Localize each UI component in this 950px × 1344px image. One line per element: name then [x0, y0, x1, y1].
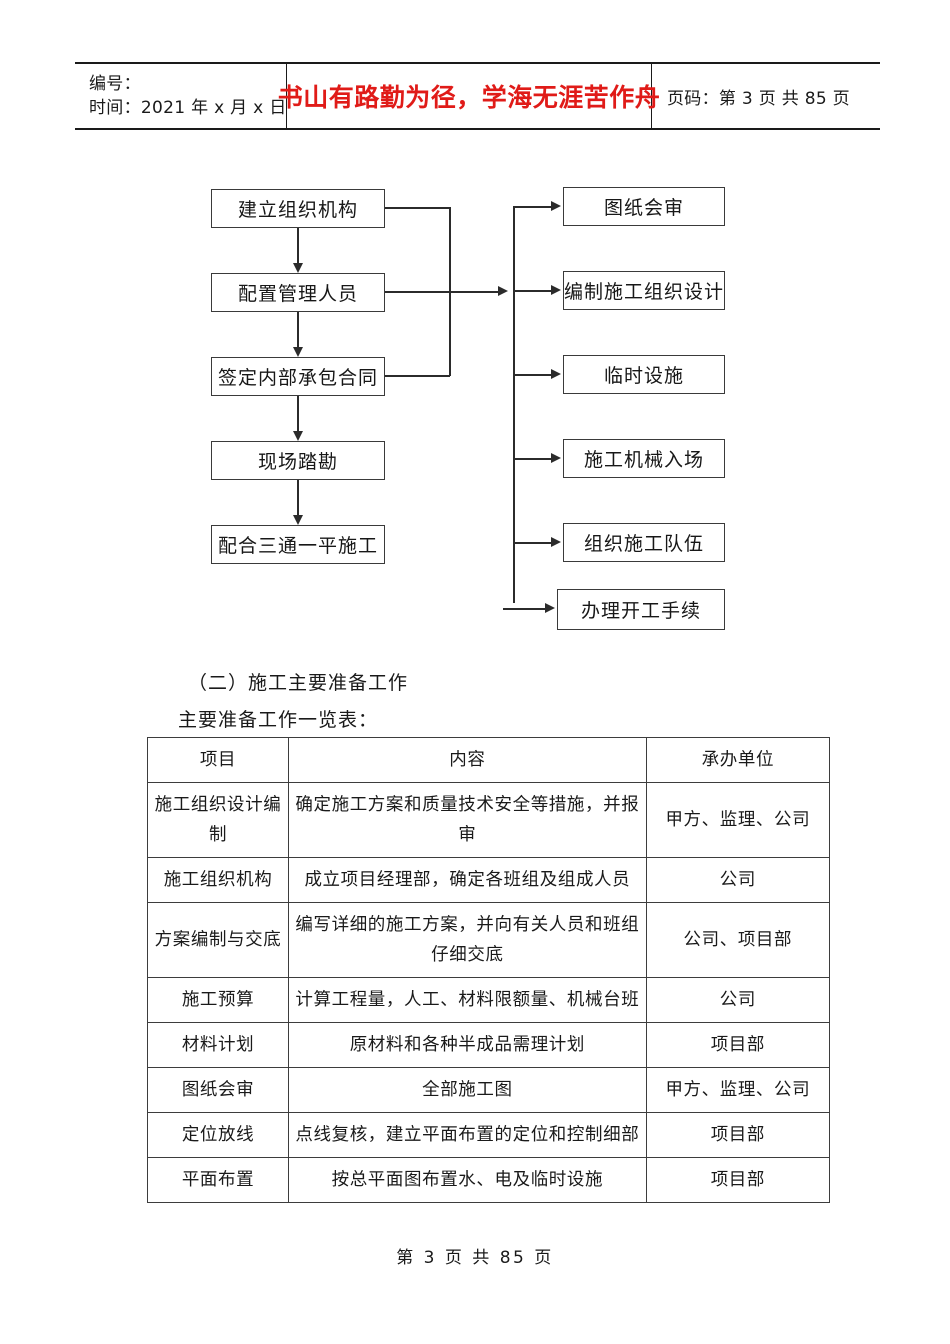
flow-arrowhead-left-3-4: [292, 431, 303, 441]
flow-node-left-4: 现场踏勘: [211, 441, 385, 480]
flow-arrowhead-left-1-2: [292, 263, 303, 273]
header-number-label: 编号：: [89, 74, 141, 94]
column-header-item: 项目: [146, 737, 290, 783]
cell-unit: 公司: [645, 857, 831, 903]
cell-item: 图纸会审: [146, 1067, 290, 1113]
cell-unit: 公司: [645, 977, 831, 1023]
cell-content: 编写详细的施工方案，并向有关人员和班组仔细交底: [288, 902, 647, 978]
flow-branch-bottom-stub: [385, 375, 450, 377]
header-time-label: 时间：2021 年 x 月 x 日: [89, 98, 287, 118]
flow-arrowhead-right-3: [551, 369, 561, 379]
table-row: 平面布置 按总平面图布置水、电及临时设施 项目部: [146, 1157, 831, 1203]
preparation-flowchart: 建立组织机构 配置管理人员 签定内部承包合同 现场踏勘 配合三通一平施工 图纸会…: [0, 175, 950, 645]
footer-page-text: 第 3 页 共 85 页: [396, 1248, 554, 1268]
flow-node-left-3: 签定内部承包合同: [211, 357, 385, 396]
cell-item: 定位放线: [146, 1112, 290, 1158]
preparation-work-table: 项目 内容 承办单位 施工组织设计编制 确定施工方案和质量技术安全等措施，并报审…: [146, 737, 831, 1203]
flow-arrowhead-right-5: [551, 537, 561, 547]
table-row: 方案编制与交底 编写详细的施工方案，并向有关人员和班组仔细交底 公司、项目部: [146, 902, 831, 978]
flow-connector-left-2-3: [297, 312, 299, 347]
cell-unit: 甲方、监理、公司: [645, 1067, 831, 1113]
cell-content: 全部施工图: [288, 1067, 647, 1113]
flow-arrowhead-right-2: [551, 285, 561, 295]
flow-spine: [513, 206, 515, 603]
flow-feeder-right-1: [513, 206, 553, 208]
table-row: 材料计划 原材料和各种半成品需理计划 项目部: [146, 1022, 831, 1068]
flow-feeder-right-6: [503, 608, 547, 610]
flow-node-right-2: 编制施工组织设计: [563, 271, 725, 310]
table-caption: 主要准备工作一览表：: [178, 709, 379, 731]
column-header-content: 内容: [288, 737, 647, 783]
flow-arrowhead-right-4: [551, 453, 561, 463]
table-body: 项目 内容 承办单位 施工组织设计编制 确定施工方案和质量技术安全等措施，并报审…: [146, 737, 831, 1203]
cell-content: 原材料和各种半成品需理计划: [288, 1022, 647, 1068]
flow-feeder-right-5: [513, 542, 553, 544]
table-row: 定位放线 点线复核，建立平面布置的定位和控制细部 项目部: [146, 1112, 831, 1158]
cell-item: 平面布置: [146, 1157, 290, 1203]
cell-item: 施工预算: [146, 977, 290, 1023]
flow-connector-left-3-4: [297, 396, 299, 431]
cell-content: 计算工程量，人工、材料限额量、机械台班: [288, 977, 647, 1023]
cell-item: 方案编制与交底: [146, 902, 290, 978]
page-footer: 第 3 页 共 85 页: [0, 1243, 950, 1268]
document-header: 编号： 时间：2021 年 x 月 x 日 书山有路勤为径，学海无涯苦作舟 页码…: [75, 62, 880, 130]
cell-item: 施工组织设计编制: [146, 782, 290, 858]
cell-unit: 甲方、监理、公司: [645, 782, 831, 858]
cell-content: 确定施工方案和质量技术安全等措施，并报审: [288, 782, 647, 858]
header-slogan-cell: 书山有路勤为径，学海无涯苦作舟: [278, 64, 660, 128]
flow-arrowhead-left-2-3: [292, 347, 303, 357]
cell-item: 材料计划: [146, 1022, 290, 1068]
flow-node-left-5: 配合三通一平施工: [211, 525, 385, 564]
cell-content: 按总平面图布置水、电及临时设施: [288, 1157, 647, 1203]
header-page-cell: 页码：第 3 页 共 85 页: [652, 64, 880, 128]
flow-node-right-5: 组织施工队伍: [563, 523, 725, 562]
flow-connector-left-1-2: [297, 228, 299, 263]
table-row: 施工预算 计算工程量，人工、材料限额量、机械台班 公司: [146, 977, 831, 1023]
header-meta-cell: 编号： 时间：2021 年 x 月 x 日: [75, 64, 287, 128]
flow-branch-merge-line: [385, 291, 501, 293]
flow-arrowhead-right-6: [545, 603, 555, 613]
flow-feeder-right-4: [513, 458, 553, 460]
flow-node-left-1: 建立组织机构: [211, 189, 385, 228]
cell-content: 成立项目经理部，确定各班组及组成人员: [288, 857, 647, 903]
header-page-info: 页码：第 3 页 共 85 页: [667, 88, 850, 109]
cell-content: 点线复核，建立平面布置的定位和控制细部: [288, 1112, 647, 1158]
header-slogan: 书山有路勤为径，学海无涯苦作舟: [277, 83, 661, 112]
flow-connector-left-4-5: [297, 480, 299, 515]
flow-node-right-6: 办理开工手续: [557, 589, 725, 630]
table-row: 施工组织设计编制 确定施工方案和质量技术安全等措施，并报审 甲方、监理、公司: [146, 782, 831, 858]
table-row: 图纸会审 全部施工图 甲方、监理、公司: [146, 1067, 831, 1113]
column-header-unit: 承办单位: [645, 737, 831, 783]
flow-node-right-1: 图纸会审: [563, 187, 725, 226]
cell-item: 施工组织机构: [146, 857, 290, 903]
flow-node-left-2: 配置管理人员: [211, 273, 385, 312]
cell-unit: 项目部: [645, 1157, 831, 1203]
flow-arrowhead-left-4-5: [292, 515, 303, 525]
flow-feeder-right-3: [513, 374, 553, 376]
flow-node-right-4: 施工机械入场: [563, 439, 725, 478]
table-row: 施工组织机构 成立项目经理部，确定各班组及组成人员 公司: [146, 857, 831, 903]
flow-feeder-right-2: [513, 290, 553, 292]
cell-unit: 项目部: [645, 1022, 831, 1068]
flow-node-right-3: 临时设施: [563, 355, 725, 394]
flow-arrowhead-merge: [498, 286, 508, 296]
table-header-row: 项目 内容 承办单位: [146, 737, 831, 783]
cell-unit: 公司、项目部: [645, 902, 831, 978]
flow-arrowhead-right-1: [551, 201, 561, 211]
section-heading: （二）施工主要准备工作: [188, 672, 409, 694]
flow-branch-top-stub: [385, 207, 450, 209]
cell-unit: 项目部: [645, 1112, 831, 1158]
